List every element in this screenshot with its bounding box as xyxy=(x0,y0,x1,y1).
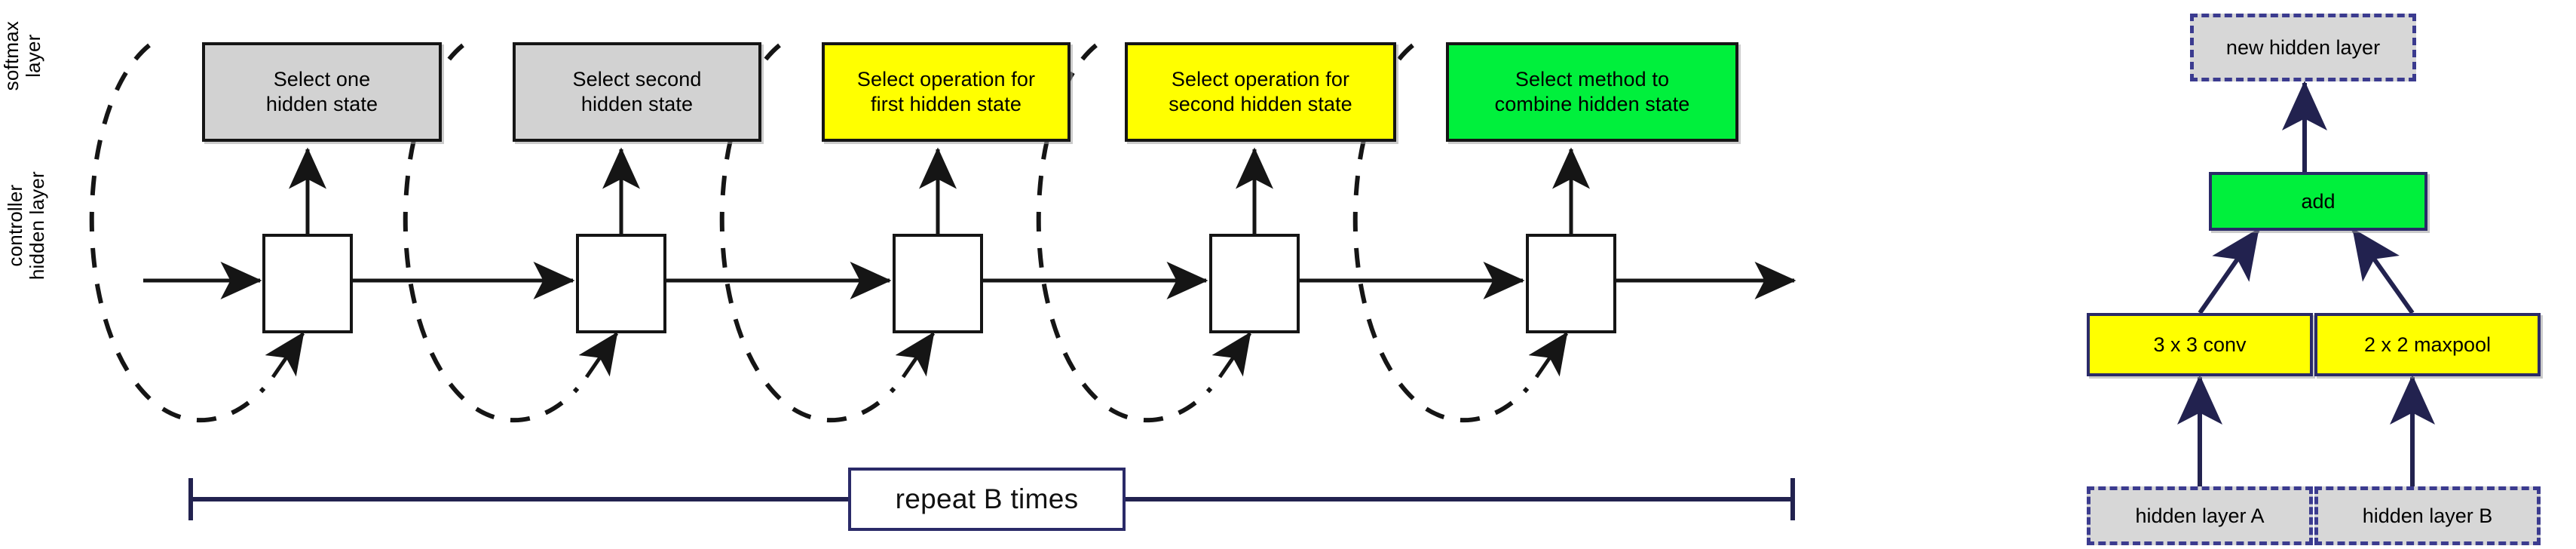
controller-cell-2[interactable] xyxy=(576,234,666,333)
controller-cell-3[interactable] xyxy=(893,234,983,333)
controller-cell-1[interactable] xyxy=(262,234,353,333)
sampled-input-arrows xyxy=(265,331,1569,379)
softmax-box-select-operation-second-hidden-state[interactable]: Select operation for second hidden state xyxy=(1125,42,1396,142)
softmax-box-select-operation-first-hidden-state[interactable]: Select operation for first hidden state xyxy=(822,42,1071,142)
right-panel-connectors xyxy=(2177,81,2435,486)
right-panel-add-op[interactable]: add xyxy=(2209,172,2427,231)
repeat-b-times-box[interactable]: repeat B times xyxy=(848,468,1126,531)
controller-cell-5[interactable] xyxy=(1526,234,1616,333)
right-panel-op-3x3-conv[interactable]: 3 x 3 conv xyxy=(2087,313,2313,376)
softmax-box-select-method-combine-hidden-state[interactable]: Select method to combine hidden state xyxy=(1446,42,1738,142)
softmax-box-select-second-hidden-state[interactable]: Select second hidden state xyxy=(513,42,761,142)
right-panel-hidden-layer-b[interactable]: hidden layer B xyxy=(2314,486,2541,545)
controller-cell-4[interactable] xyxy=(1209,234,1300,333)
repeat-bracket xyxy=(188,478,1795,520)
softmax-box-select-one-hidden-state[interactable]: Select one hidden state xyxy=(202,42,442,142)
cell-to-softmax-arrows xyxy=(289,147,1590,234)
right-panel-op-2x2-maxpool[interactable]: 2 x 2 maxpool xyxy=(2314,313,2541,376)
right-panel-hidden-layer-a[interactable]: hidden layer A xyxy=(2087,486,2313,545)
right-panel-new-hidden-layer[interactable]: new hidden layer xyxy=(2190,14,2416,81)
